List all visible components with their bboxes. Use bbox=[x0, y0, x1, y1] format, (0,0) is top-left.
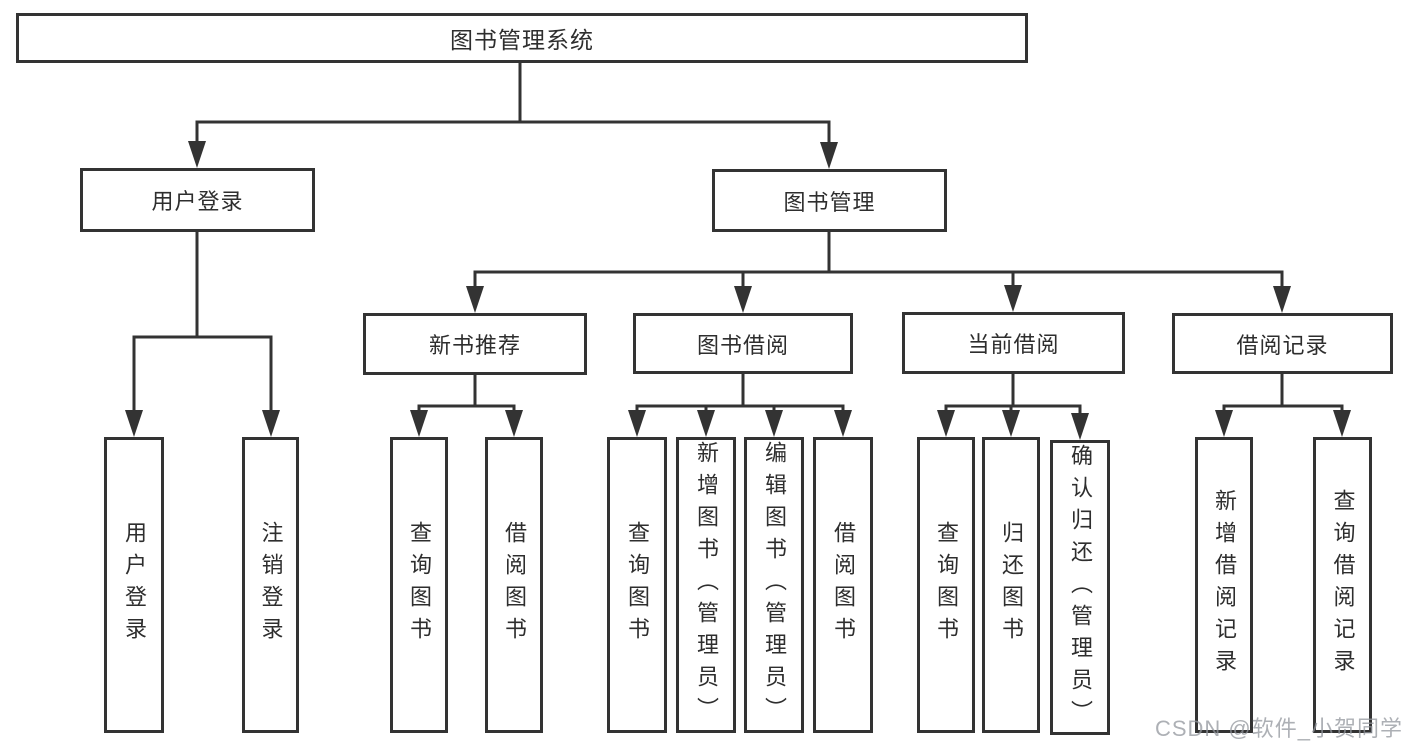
leaf-add-book-admin: 新增图书（管理员） bbox=[676, 437, 736, 733]
leaf-borrow-book-2: 借阅图书 bbox=[813, 437, 873, 733]
leaf-edit-book-admin: 编辑图书（管理员） bbox=[744, 437, 804, 733]
arrowheads bbox=[125, 141, 1351, 440]
node-book-management: 图书管理 bbox=[712, 169, 947, 232]
leaf-query-book-2: 查询图书 bbox=[607, 437, 667, 733]
leaf-query-book-3: 查询图书 bbox=[917, 437, 975, 733]
node-borrow-records: 借阅记录 bbox=[1172, 313, 1393, 374]
node-book-borrowing: 图书借阅 bbox=[633, 313, 853, 374]
node-user-login: 用户登录 bbox=[80, 168, 315, 232]
leaf-borrow-book-1: 借阅图书 bbox=[485, 437, 543, 733]
leaf-query-borrow-record: 查询借阅记录 bbox=[1313, 437, 1372, 733]
node-new-book-recommend: 新书推荐 bbox=[363, 313, 587, 375]
node-current-borrowing: 当前借阅 bbox=[902, 312, 1125, 374]
leaf-query-book-1: 查询图书 bbox=[390, 437, 448, 733]
leaf-logout: 注销登录 bbox=[242, 437, 299, 733]
leaf-user-login: 用户登录 bbox=[104, 437, 164, 733]
leaf-return-book: 归还图书 bbox=[982, 437, 1040, 733]
leaf-confirm-return-admin: 确认归还（管理员） bbox=[1050, 440, 1110, 735]
node-library-system: 图书管理系统 bbox=[16, 13, 1028, 63]
watermark: CSDN @软件_小贺同学 bbox=[1154, 716, 1403, 741]
leaf-add-borrow-record: 新增借阅记录 bbox=[1195, 437, 1253, 733]
